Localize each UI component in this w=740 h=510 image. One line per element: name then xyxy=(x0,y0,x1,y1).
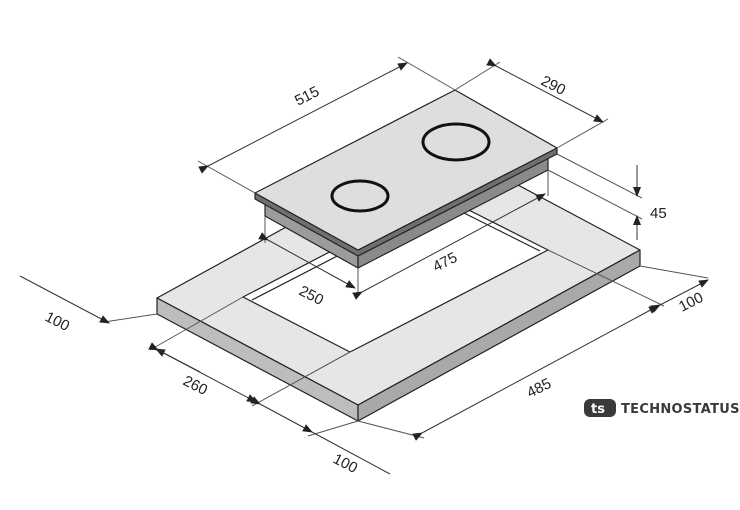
dimension-hob-height: 45 xyxy=(547,153,667,240)
dimension-margin-front: 100 xyxy=(250,396,391,477)
label-hob-height: 45 xyxy=(650,205,667,222)
brand-logo-mark xyxy=(584,399,616,417)
burner-back xyxy=(421,122,491,162)
label-margin-front: 100 xyxy=(330,450,360,477)
label-counter-width: 485 xyxy=(524,375,554,402)
label-counter-depth: 260 xyxy=(180,372,210,399)
label-hob-width: 515 xyxy=(292,83,322,110)
label-hob-depth: 290 xyxy=(538,72,568,99)
label-margin-left: 100 xyxy=(42,308,72,335)
brand-logo-mark-text: ts xyxy=(591,402,605,417)
label-margin-right: 100 xyxy=(676,289,706,316)
brand-logo: ts TECHNOSTATUS xyxy=(584,399,740,417)
brand-name: TECHNOSTATUS xyxy=(621,402,740,417)
